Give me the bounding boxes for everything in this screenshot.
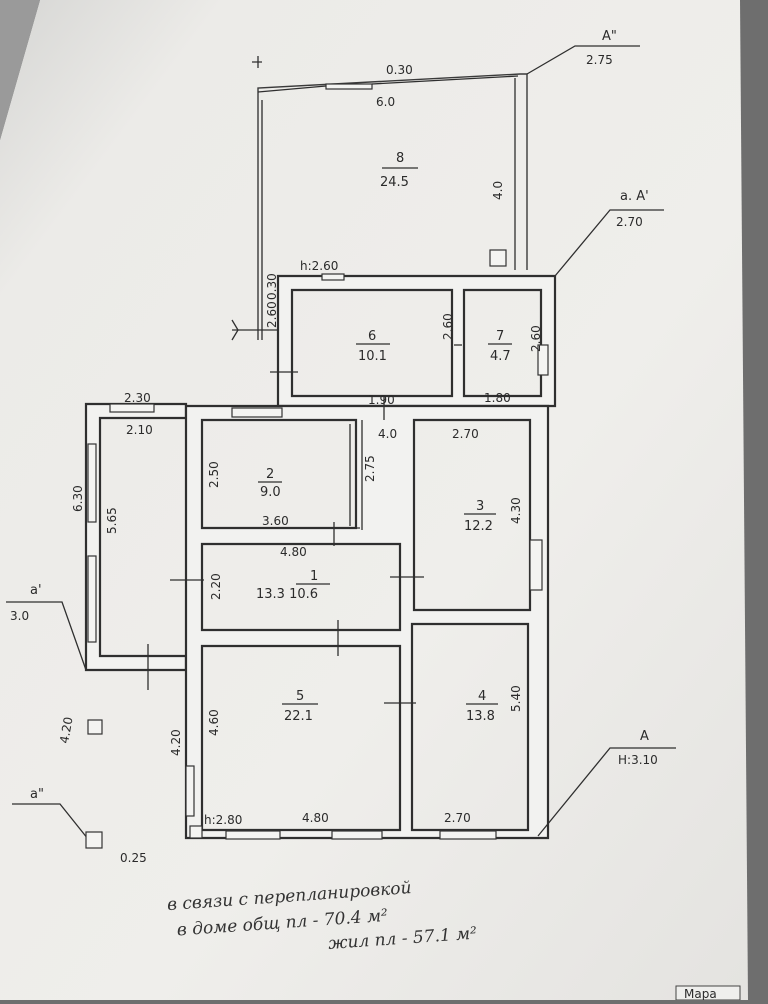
- dim-260-right: 2.60: [529, 325, 543, 352]
- section-a1-right-letter: a. A': [620, 189, 649, 204]
- dim-230: 2.30: [124, 391, 151, 405]
- veranda-walls: [231, 273, 557, 408]
- section-a2-top-height: 2.75: [586, 53, 613, 67]
- room-8-outline: [252, 56, 528, 340]
- section-leaders: [6, 45, 676, 849]
- room-label-7: 7 4.7: [488, 329, 512, 364]
- room-area: 13.3 10.6: [256, 587, 318, 602]
- dim-460: 4.60: [207, 709, 221, 736]
- dim-420-left: 4.20: [169, 729, 183, 756]
- room-label-8: 8 24.5: [380, 151, 418, 190]
- dim-210: 2.10: [126, 423, 153, 437]
- dim-260-left6: 2.60: [265, 301, 279, 328]
- dim-480-bot: 4.80: [302, 811, 329, 825]
- room-area: 10.1: [358, 349, 387, 364]
- room-number: 6: [368, 329, 376, 344]
- section-a1-left-height: 3.0: [10, 609, 29, 623]
- dim-025: 0.25: [120, 851, 147, 865]
- main-house-walls: [170, 396, 550, 840]
- room-area: 4.7: [490, 349, 511, 364]
- section-a2-left-height: 4.20: [57, 716, 75, 745]
- dim-190: 1.90: [368, 393, 395, 407]
- section-a-right-height: H:3.10: [618, 753, 658, 767]
- dim-630: 6.30: [71, 485, 85, 512]
- dim-430: 4.30: [509, 497, 523, 524]
- room-area: 13.8: [466, 709, 495, 724]
- room-number: 8: [396, 151, 404, 166]
- room-number: 3: [476, 499, 484, 514]
- section-a1-left-letter: a': [30, 583, 42, 598]
- room-area: 24.5: [380, 175, 409, 190]
- chimney-marker: [489, 249, 507, 267]
- dim-220: 2.20: [209, 573, 223, 600]
- dim-540: 5.40: [509, 685, 523, 712]
- dim-360: 3.60: [262, 514, 289, 528]
- dim-h260: h:2.60: [300, 259, 338, 273]
- paper-shadow: [0, 0, 40, 140]
- dim-180: 1.80: [484, 391, 511, 405]
- room-number: 4: [478, 689, 486, 704]
- dim-60-top: 6.0: [376, 95, 395, 109]
- room-label-5: 5 22.1: [282, 689, 318, 724]
- dimensions: 0.30 6.0 4.0 h:2.60 0.30 2.60 2.60 2.60 …: [71, 63, 543, 865]
- room-label-1: 1 13.3 10.6: [256, 569, 330, 602]
- room-area: 22.1: [284, 709, 313, 724]
- room-label-2: 2 9.0: [258, 467, 282, 500]
- section-a1-right-height: 2.70: [616, 215, 643, 229]
- section-a2-left-letter: a": [30, 787, 44, 802]
- room-label-6: 6 10.1: [356, 329, 390, 364]
- dim-480-mid: 4.80: [280, 545, 307, 559]
- room-label-3: 3 12.2: [464, 499, 496, 534]
- dim-260-mid: 2.60: [441, 313, 455, 340]
- dim-270-bot: 2.70: [444, 811, 471, 825]
- room-area: 12.2: [464, 519, 493, 534]
- dim-565: 5.65: [105, 507, 119, 534]
- corner-tab-label: Мара: [684, 987, 717, 1000]
- section-a-right-letter: A: [640, 729, 649, 744]
- room-number: 7: [496, 329, 504, 344]
- section-a2-top-letter: A": [602, 29, 617, 44]
- room-area: 9.0: [260, 485, 281, 500]
- dim-250: 2.50: [207, 461, 221, 488]
- dim-275: 2.75: [363, 455, 377, 482]
- dim-40-right8: 4.0: [491, 181, 505, 200]
- dim-030-top: 0.30: [386, 63, 413, 77]
- room-number: 1: [310, 569, 318, 584]
- dim-h280: h:2.80: [204, 813, 242, 827]
- dim-030-left6: 0.30: [265, 273, 279, 300]
- dim-270-top3: 2.70: [452, 427, 479, 441]
- dim-40-mid: 4.0: [378, 427, 397, 441]
- room-number: 2: [266, 467, 274, 482]
- room-number: 5: [296, 689, 304, 704]
- room-label-4: 4 13.8: [466, 689, 498, 724]
